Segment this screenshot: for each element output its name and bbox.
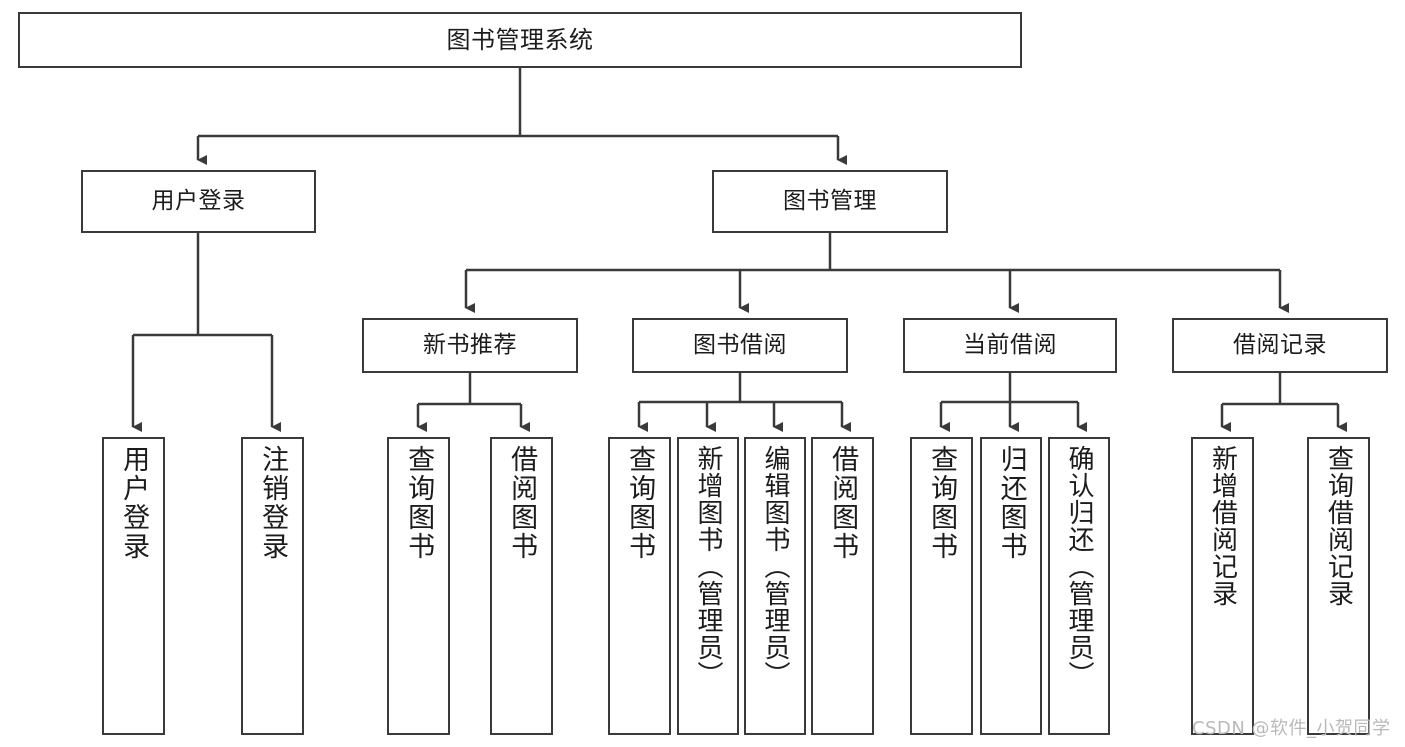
node-leaf-borrow-book-1[interactable]: 借阅图书 (490, 437, 553, 735)
node-label: 图书管理 (783, 188, 877, 215)
node-label: 归还图书 (995, 445, 1027, 561)
node-new-book-recommend[interactable]: 新书推荐 (362, 318, 578, 373)
node-label: 查询图书 (403, 445, 435, 561)
node-borrow-record[interactable]: 借阅记录 (1172, 318, 1388, 373)
node-leaf-borrow-book-2[interactable]: 借阅图书 (811, 437, 874, 735)
node-label: 查询图书 (926, 445, 958, 561)
node-label: 当前借阅 (963, 332, 1057, 359)
node-label: 新增借阅记录 (1207, 445, 1238, 607)
node-leaf-add-book[interactable]: 新增图书（管理员） (677, 437, 739, 735)
node-leaf-user-login[interactable]: 用户登录 (102, 437, 165, 735)
node-label: 图书借阅 (693, 332, 787, 359)
node-label: 借阅记录 (1233, 332, 1327, 359)
node-label: 新增图书（管理员） (693, 445, 724, 688)
node-label: 确认归还（管理员） (1064, 445, 1095, 688)
csdn-watermark: CSDN @软件_小贺同学 (1192, 718, 1391, 739)
node-leaf-return-book[interactable]: 归还图书 (980, 437, 1042, 735)
node-leaf-query-record[interactable]: 查询借阅记录 (1307, 437, 1370, 735)
node-book-borrow[interactable]: 图书借阅 (632, 318, 848, 373)
node-leaf-edit-book[interactable]: 编辑图书（管理员） (744, 437, 806, 735)
node-leaf-user-logout[interactable]: 注销登录 (241, 437, 304, 735)
node-label: 新书推荐 (423, 332, 517, 359)
node-current-borrow[interactable]: 当前借阅 (903, 318, 1117, 373)
node-label: 借阅图书 (827, 445, 859, 561)
node-label: 借阅图书 (506, 445, 538, 561)
node-leaf-query-book-1[interactable]: 查询图书 (387, 437, 450, 735)
node-label: 用户登录 (151, 188, 246, 215)
node-leaf-add-record[interactable]: 新增借阅记录 (1191, 437, 1254, 735)
node-book-manage[interactable]: 图书管理 (712, 170, 948, 233)
node-leaf-query-book-2[interactable]: 查询图书 (608, 437, 671, 735)
node-root-system[interactable]: 图书管理系统 (18, 12, 1022, 68)
node-label: 查询借阅记录 (1323, 445, 1354, 607)
node-leaf-query-book-3[interactable]: 查询图书 (910, 437, 973, 735)
node-label: 图书管理系统 (446, 26, 594, 54)
node-leaf-confirm-return[interactable]: 确认归还（管理员） (1048, 437, 1110, 735)
node-label: 编辑图书（管理员） (760, 445, 791, 688)
node-label: 查询图书 (624, 445, 656, 561)
node-label: 注销登录 (257, 445, 289, 561)
node-user-login[interactable]: 用户登录 (81, 170, 316, 233)
node-label: 用户登录 (118, 445, 150, 561)
